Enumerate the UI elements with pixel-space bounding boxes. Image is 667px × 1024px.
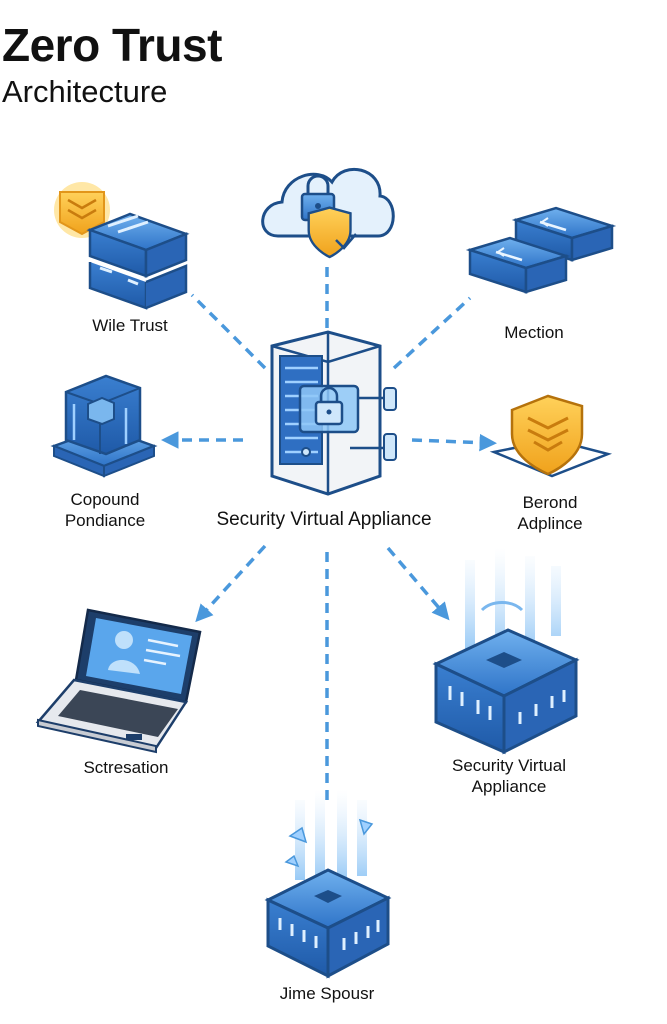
page-subtitle: Architecture (2, 74, 168, 109)
connectors (161, 260, 497, 800)
label-bottom: Jime Spousr (279, 984, 375, 1003)
appliance-box-icon-bottom (264, 790, 392, 979)
laptop-user-icon (35, 608, 202, 754)
connector-bottom-left (195, 544, 267, 623)
label-bottom-left: Sctresation (83, 758, 169, 777)
label-mid-right-line1: Berond (522, 493, 578, 512)
label-mid-right-line2: Adplince (517, 514, 583, 533)
label-top-left: Wile Trust (92, 316, 168, 335)
appliance-box-icon-right (432, 548, 580, 755)
label-mid-left-line2: Pondiance (64, 511, 146, 530)
shield-badge-icon (489, 394, 613, 478)
label-bottom-right-line2: Appliance (471, 777, 547, 796)
label-mid-right: Berond Adplince (500, 492, 600, 534)
label-center: Security Virtual Appliance (216, 509, 432, 530)
connector-bottom-right (386, 546, 450, 621)
label-mid-left: Copound Pondiance (50, 489, 160, 531)
label-bottom-right: Security Virtual Appliance (434, 755, 584, 797)
label-mid-left-line1: Copound (70, 490, 140, 509)
cube-building-icon (50, 374, 158, 478)
label-bottom-right-line1: Security Virtual (451, 756, 566, 775)
connector-mid-right (411, 433, 497, 452)
connector-top-left (190, 293, 267, 370)
server-rack-lock-icon (270, 330, 397, 496)
cloud-lock-shield-icon (261, 167, 395, 259)
page-title: Zero Trust (2, 19, 222, 71)
label-top-right: Mection (504, 323, 564, 342)
connector-top-right (392, 296, 472, 370)
network-switches-icon (465, 206, 617, 294)
storage-blocks-badge-icon (54, 182, 190, 310)
